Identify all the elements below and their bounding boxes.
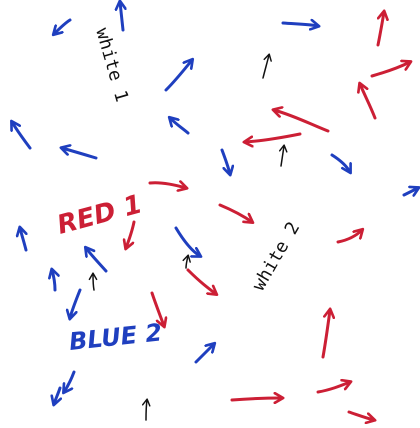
red-direction-arrow — [218, 203, 252, 222]
blue-direction-arrow — [164, 60, 192, 92]
blue-direction-arrow — [54, 386, 60, 404]
blue-direction-arrow — [170, 118, 190, 135]
red-direction-arrow — [347, 410, 374, 420]
blue-direction-arrow — [70, 288, 82, 318]
blue-direction-arrow — [62, 148, 98, 160]
maze-path-interior — [272, 322, 378, 388]
blue-direction-arrow — [120, 2, 123, 32]
maze-path-interior — [172, 368, 288, 418]
blue-direction-arrow — [194, 344, 214, 364]
red-direction-arrow — [274, 110, 330, 133]
maze-path-interior — [2, 52, 103, 128]
red-direction-arrow — [370, 62, 410, 78]
red-direction-arrow — [150, 291, 164, 326]
red-direction-arrow — [336, 230, 362, 244]
maze-path-interior — [352, 0, 420, 100]
blue-direction-arrow — [20, 228, 26, 252]
red-direction-arrow — [321, 310, 330, 359]
direction-arrows — [12, 2, 418, 420]
red-direction-arrow — [245, 132, 302, 142]
red-direction-arrow — [126, 220, 136, 248]
blue-direction-arrow — [220, 148, 230, 174]
black-direction-arrow — [278, 144, 288, 167]
blue-direction-arrow — [402, 188, 418, 195]
maze-path-interior — [200, 0, 252, 210]
red-direction-arrow — [186, 268, 216, 294]
red-direction-arrow — [230, 398, 282, 400]
red-direction-arrow — [316, 382, 350, 394]
black-direction-arrow — [88, 272, 98, 291]
maze-path-interior — [240, 115, 375, 350]
blue-direction-arrow — [174, 226, 200, 256]
red-direction-arrow — [376, 12, 384, 47]
maze-path-interior — [0, 170, 278, 352]
red-direction-arrow — [148, 183, 186, 188]
red-direction-arrow — [360, 84, 377, 120]
blue-direction-arrow — [64, 370, 76, 392]
maze-path-interior — [257, 0, 371, 291]
blue-direction-arrow — [281, 23, 318, 26]
maze-path-interior — [70, 191, 184, 332]
black-direction-arrow — [182, 254, 191, 269]
blue-direction-arrow — [12, 122, 32, 150]
black-direction-arrow — [141, 398, 151, 421]
label-blue-2: BLUE 2 — [68, 318, 164, 356]
black-direction-arrow — [262, 53, 272, 79]
blue-direction-arrow — [52, 270, 55, 292]
maze-path-interior — [22, 321, 420, 428]
maze-path-interior — [0, 110, 420, 380]
blue-direction-arrow — [86, 248, 108, 273]
blue-direction-arrow — [54, 18, 72, 34]
maze-path-interior — [160, 51, 390, 210]
blue-direction-arrow — [330, 153, 350, 172]
